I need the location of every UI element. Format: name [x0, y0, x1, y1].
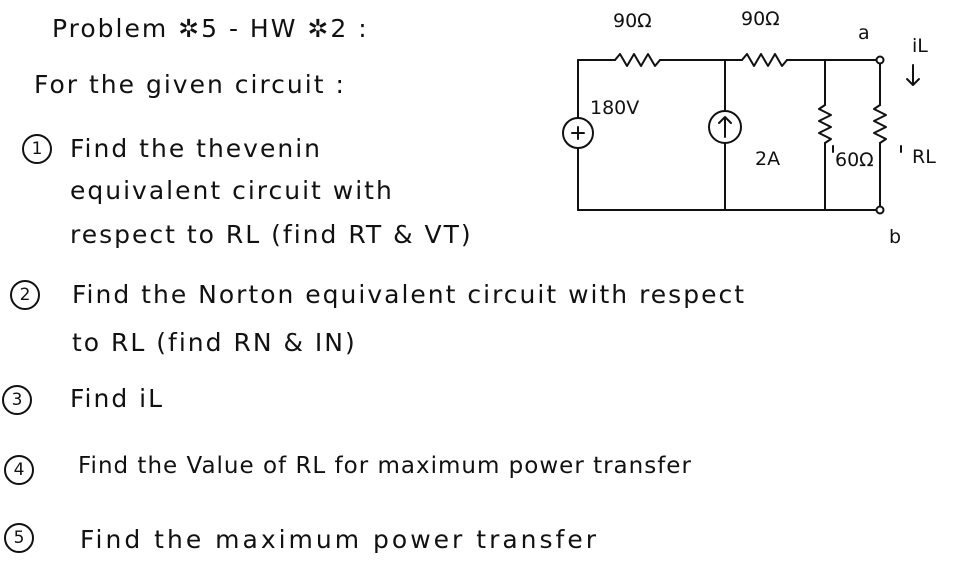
label-r-shunt: 60Ω — [835, 149, 874, 171]
terminal-a — [875, 55, 885, 65]
label-current-source: 2A — [755, 148, 781, 170]
label-node-a: a — [858, 22, 870, 44]
question-number: 3 — [2, 385, 32, 415]
resistor-load — [873, 104, 887, 144]
intro-text: For the given circuit : — [34, 70, 346, 99]
label-r-top-left: 90Ω — [613, 10, 652, 32]
question-line: Find the Norton equivalent circuit with … — [72, 280, 747, 309]
resistor-top-left — [614, 53, 661, 67]
question-line: equivalent circuit with — [70, 176, 394, 205]
question-line: respect to RL (find RT & VT) — [70, 220, 473, 249]
label-source-voltage: 180V — [590, 97, 640, 119]
question-number: 4 — [4, 455, 34, 485]
label-node-b: b — [889, 226, 902, 248]
question-number: 5 — [4, 523, 34, 553]
label-load: RL — [912, 146, 936, 168]
source-plus-minus — [571, 126, 585, 140]
question-line: Find the maximum power transfer — [80, 525, 600, 554]
question-line: Find iL — [70, 384, 165, 413]
problem-title: Problem ✲5 - HW ✲2 : — [52, 14, 369, 43]
resistor-shunt — [818, 104, 832, 144]
question-number: 2 — [10, 280, 40, 310]
label-load-current: iL — [912, 35, 928, 57]
resistor-top-right — [741, 53, 788, 67]
question-line: to RL (find RN & IN) — [72, 328, 357, 357]
question-line: Find the Value of RL for maximum power t… — [78, 453, 692, 479]
label-r-top-right: 90Ω — [741, 8, 780, 30]
question-line: Find the thevenin — [70, 134, 322, 163]
question-number: 1 — [22, 134, 52, 164]
terminal-b — [875, 205, 885, 215]
current-source-arrow — [718, 116, 732, 138]
load-current-arrow — [906, 64, 920, 86]
